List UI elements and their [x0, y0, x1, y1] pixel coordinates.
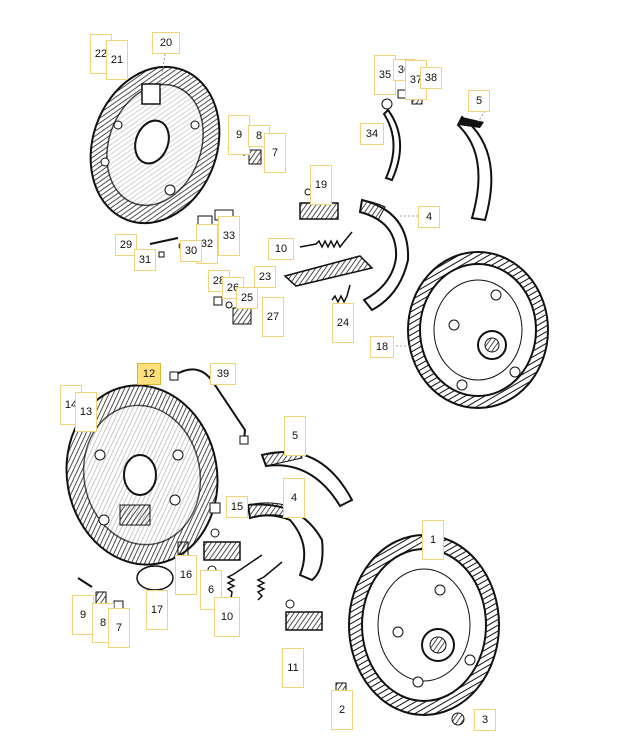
callout-17[interactable]: 17 [146, 590, 168, 630]
callout-5-upper[interactable]: 5 [468, 90, 490, 112]
callout-15[interactable]: 15 [226, 496, 248, 518]
callout-2[interactable]: 2 [331, 690, 353, 730]
callout-7-upper[interactable]: 7 [264, 133, 286, 173]
upper-springs [283, 231, 374, 304]
callout-7-lower[interactable]: 7 [108, 608, 130, 648]
lower-wheel-cylinder-rear [285, 599, 323, 631]
callout-34[interactable]: 34 [360, 123, 384, 145]
callout-1[interactable]: 1 [422, 520, 444, 560]
upper-lever [381, 89, 423, 182]
callout-12-selected[interactable]: 12 [137, 363, 161, 385]
callout-16[interactable]: 16 [175, 555, 197, 595]
callout-18[interactable]: 18 [370, 336, 394, 358]
callout-39[interactable]: 39 [210, 363, 236, 385]
callout-4-lower[interactable]: 4 [283, 478, 305, 518]
callout-23[interactable]: 23 [254, 266, 276, 288]
lower-backing-plate [65, 384, 219, 566]
callout-35[interactable]: 35 [374, 55, 396, 95]
lower-wheel-cylinder [203, 528, 241, 575]
callout-38[interactable]: 38 [420, 67, 442, 89]
callout-31[interactable]: 31 [134, 249, 156, 271]
callout-9-lower[interactable]: 9 [72, 595, 94, 635]
upper-brake-lining [456, 115, 493, 222]
upper-brake-shoe [358, 198, 410, 312]
callout-5-lower[interactable]: 5 [284, 416, 306, 456]
upper-brake-drum [407, 251, 549, 409]
callout-30[interactable]: 30 [180, 240, 202, 262]
callout-4-upper[interactable]: 4 [418, 206, 440, 228]
callout-27[interactable]: 27 [262, 297, 284, 337]
callout-29[interactable]: 29 [115, 234, 137, 256]
callout-13[interactable]: 13 [75, 392, 97, 432]
callout-21[interactable]: 21 [106, 40, 128, 80]
callout-10-upper[interactable]: 10 [268, 238, 294, 260]
callout-9-upper[interactable]: 9 [228, 115, 250, 155]
brake-pipe [169, 368, 249, 445]
callout-3[interactable]: 3 [474, 709, 496, 731]
upper-backing-plate [89, 65, 221, 225]
callout-10-lower[interactable]: 10 [214, 597, 240, 637]
callout-33[interactable]: 33 [218, 216, 240, 256]
callout-24[interactable]: 24 [332, 303, 354, 343]
callout-11[interactable]: 11 [282, 648, 304, 688]
callout-19[interactable]: 19 [310, 165, 332, 205]
lower-brake-drum [348, 534, 500, 716]
lower-brake-lining [260, 449, 354, 508]
lower-springs [226, 554, 283, 606]
callout-25[interactable]: 25 [236, 287, 258, 309]
callout-20[interactable]: 20 [152, 32, 180, 54]
